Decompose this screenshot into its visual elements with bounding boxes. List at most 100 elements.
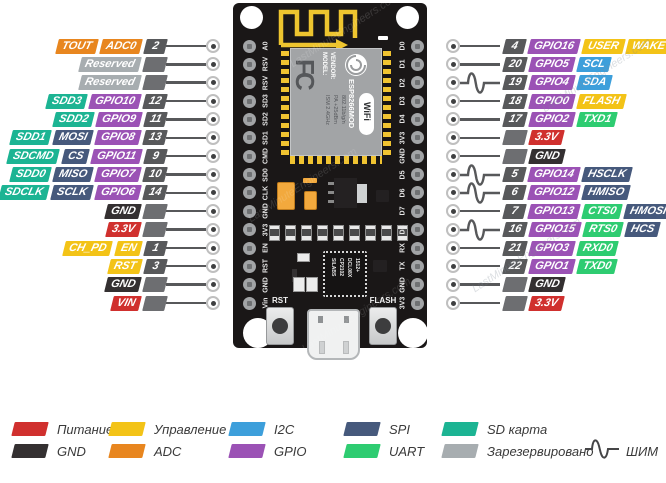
legend-item: ADC [108, 443, 181, 459]
cp2102-chip: SILABS CP2102 DCL08X 1512+ [323, 251, 367, 297]
pin-connector-dot-center [210, 282, 216, 288]
pin-label-badge: GPIO6 [94, 185, 142, 201]
pin-label-badge: GPIO13 [527, 203, 581, 219]
legend-color-swatch [108, 444, 146, 458]
board-pin-label: RX [399, 243, 407, 253]
module-spec: PA +25dBm [332, 95, 338, 124]
pad-hole [415, 80, 420, 86]
module-castellated-pads [290, 156, 382, 164]
pad-hole [247, 263, 252, 269]
board-pin-pad [411, 57, 424, 71]
pin-connector-dot-center [210, 80, 216, 86]
module-vendor-label: VENDOR: [329, 52, 335, 80]
pin-connector-dot [206, 222, 220, 237]
module-model-label: MODEL: [321, 52, 327, 76]
pin-label-badge: HSCLK [580, 167, 633, 182]
pin-label-badge: HCS [624, 222, 662, 238]
pin-number-badge: 18 [502, 93, 529, 109]
pin-label-badge: GND [103, 203, 142, 219]
micro-usb-port [307, 309, 360, 360]
legend-item: Зарезервировано [441, 443, 593, 459]
pin-connector-dot [206, 130, 220, 145]
pin-connector-dot [446, 94, 460, 109]
legend-color-swatch [343, 422, 381, 436]
board-pin-pad [411, 223, 424, 237]
pin-connector-dot [446, 296, 460, 310]
board-pin-pad [411, 168, 424, 181]
legend-color-swatch [441, 444, 479, 458]
pin-row: GND [434, 147, 666, 165]
board-pin-label: D0 [399, 41, 407, 51]
pin-label-badge: GPIO0 [528, 93, 576, 109]
pad-hole [247, 282, 252, 288]
board-pin-pad [243, 94, 256, 108]
pin-wire [460, 63, 500, 66]
pin-label-badge: CH_PD [62, 240, 114, 256]
pin-connector-dot-center [210, 98, 216, 104]
board-pin-pad [243, 131, 256, 145]
pin-connector-dot-center [450, 135, 456, 141]
pad-hole [415, 227, 420, 233]
pin-label-badge: SDA [576, 75, 613, 91]
pin-wire [166, 228, 206, 231]
pwm-squiggle-icon [460, 215, 500, 245]
board-pin-label: 3V3 [399, 296, 407, 310]
usb-detail [343, 341, 349, 354]
pin-connector-dot [446, 185, 460, 200]
pin-row: Reserved [0, 74, 233, 92]
pin-connector-dot [206, 57, 220, 72]
pin-label-badge: Reserved [78, 75, 142, 91]
pin-wire [166, 209, 206, 213]
resistor [292, 269, 297, 282]
pin-label-badge: RXD0 [576, 240, 620, 256]
pin-number-badge: 1 [143, 240, 168, 256]
legend-item: SPI [343, 421, 410, 437]
board-pin-pad [411, 259, 424, 273]
pin-connector-dot [446, 277, 460, 292]
legend-label: SD карта [487, 421, 548, 437]
pin-label-badge: CTS0 [580, 203, 623, 219]
board-pin-pad [243, 259, 256, 273]
module-castellated-pads [383, 51, 391, 156]
pin-label-badge: GPIO3 [528, 240, 576, 256]
pin-stub [142, 75, 168, 91]
pin-label-badge: GPIO4 [528, 75, 576, 91]
pin-number-badge: 14 [141, 185, 168, 201]
pin-connector-dot-center [210, 135, 216, 141]
pin-number-badge: 5 [502, 167, 527, 182]
pin-connector-dot [446, 57, 460, 72]
transistor [376, 190, 389, 202]
resistor [381, 225, 392, 241]
wifi-swirl-logo [345, 54, 367, 76]
resistor [317, 225, 328, 241]
pwm-squiggle-icon [460, 178, 500, 208]
pin-connector-dot-center [450, 282, 456, 288]
pin-row: GND [0, 202, 233, 220]
pin-connector-dot [446, 167, 460, 182]
pin-row: 3.3V [0, 221, 233, 239]
board-pin-pad [411, 278, 424, 292]
pad-hole [247, 208, 252, 214]
pwm-squiggle-icon [584, 437, 620, 466]
pin-number-badge: 9 [143, 148, 168, 164]
resistor [397, 225, 408, 241]
resistor [269, 225, 280, 241]
pad-hole [247, 227, 252, 233]
board-pin-pad [411, 94, 424, 108]
board-pin-label: CMD [262, 148, 270, 165]
pin-connector-dot-center [210, 153, 216, 159]
usb-detail [344, 316, 349, 323]
pin-wire [166, 99, 206, 103]
board-pin-label: D8 [399, 225, 407, 235]
legend-color-swatch [228, 422, 266, 436]
pin-connector-dot-center [450, 98, 456, 104]
pin-connector-dot [446, 39, 460, 53]
pin-label-badge: FLASH [576, 93, 627, 109]
